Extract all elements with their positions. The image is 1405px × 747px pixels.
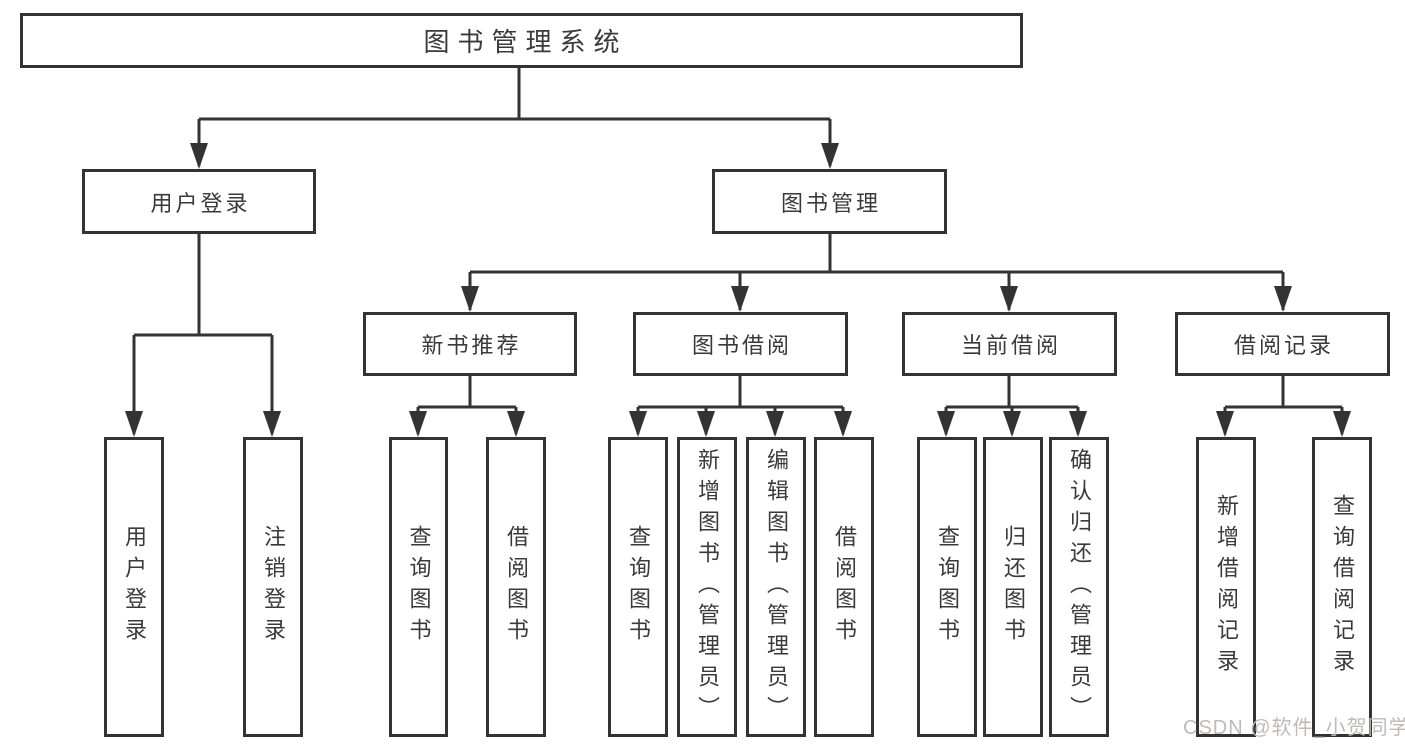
node-edit-book-admin: 编辑图书（管理员） bbox=[746, 437, 806, 737]
node-query-borrow-record: 查询借阅记录 bbox=[1312, 437, 1372, 737]
node-logout: 注销登录 bbox=[243, 437, 303, 737]
node-book-borrowing: 图书借阅 bbox=[633, 312, 848, 376]
node-borrow-books-recommend: 借阅图书 bbox=[486, 437, 546, 737]
node-confirm-return-admin: 确认归还（管理员） bbox=[1049, 437, 1109, 737]
node-query-books-current: 查询图书 bbox=[917, 437, 977, 737]
node-borrow-books: 借阅图书 bbox=[814, 437, 874, 737]
node-current-borrowing: 当前借阅 bbox=[902, 312, 1117, 376]
node-borrowing-records: 借阅记录 bbox=[1175, 312, 1390, 376]
node-return-books: 归还图书 bbox=[983, 437, 1043, 737]
node-add-book-admin: 新增图书（管理员） bbox=[677, 437, 737, 737]
node-library-management-system: 图书管理系统 bbox=[20, 13, 1023, 68]
node-query-books-borrowing: 查询图书 bbox=[608, 437, 668, 737]
csdn-watermark: CSDN @软件_小贺同学 bbox=[1183, 717, 1405, 739]
connector-path bbox=[132, 68, 1344, 434]
node-query-books-recommend: 查询图书 bbox=[389, 437, 448, 737]
node-new-book-recommendation: 新书推荐 bbox=[363, 312, 577, 376]
arrowhead-icons bbox=[125, 143, 1351, 437]
node-add-borrow-record: 新增借阅记录 bbox=[1196, 437, 1256, 737]
node-book-management: 图书管理 bbox=[712, 169, 947, 234]
node-user-login: 用户登录 bbox=[104, 437, 164, 737]
node-user-login-group: 用户登录 bbox=[82, 169, 316, 234]
